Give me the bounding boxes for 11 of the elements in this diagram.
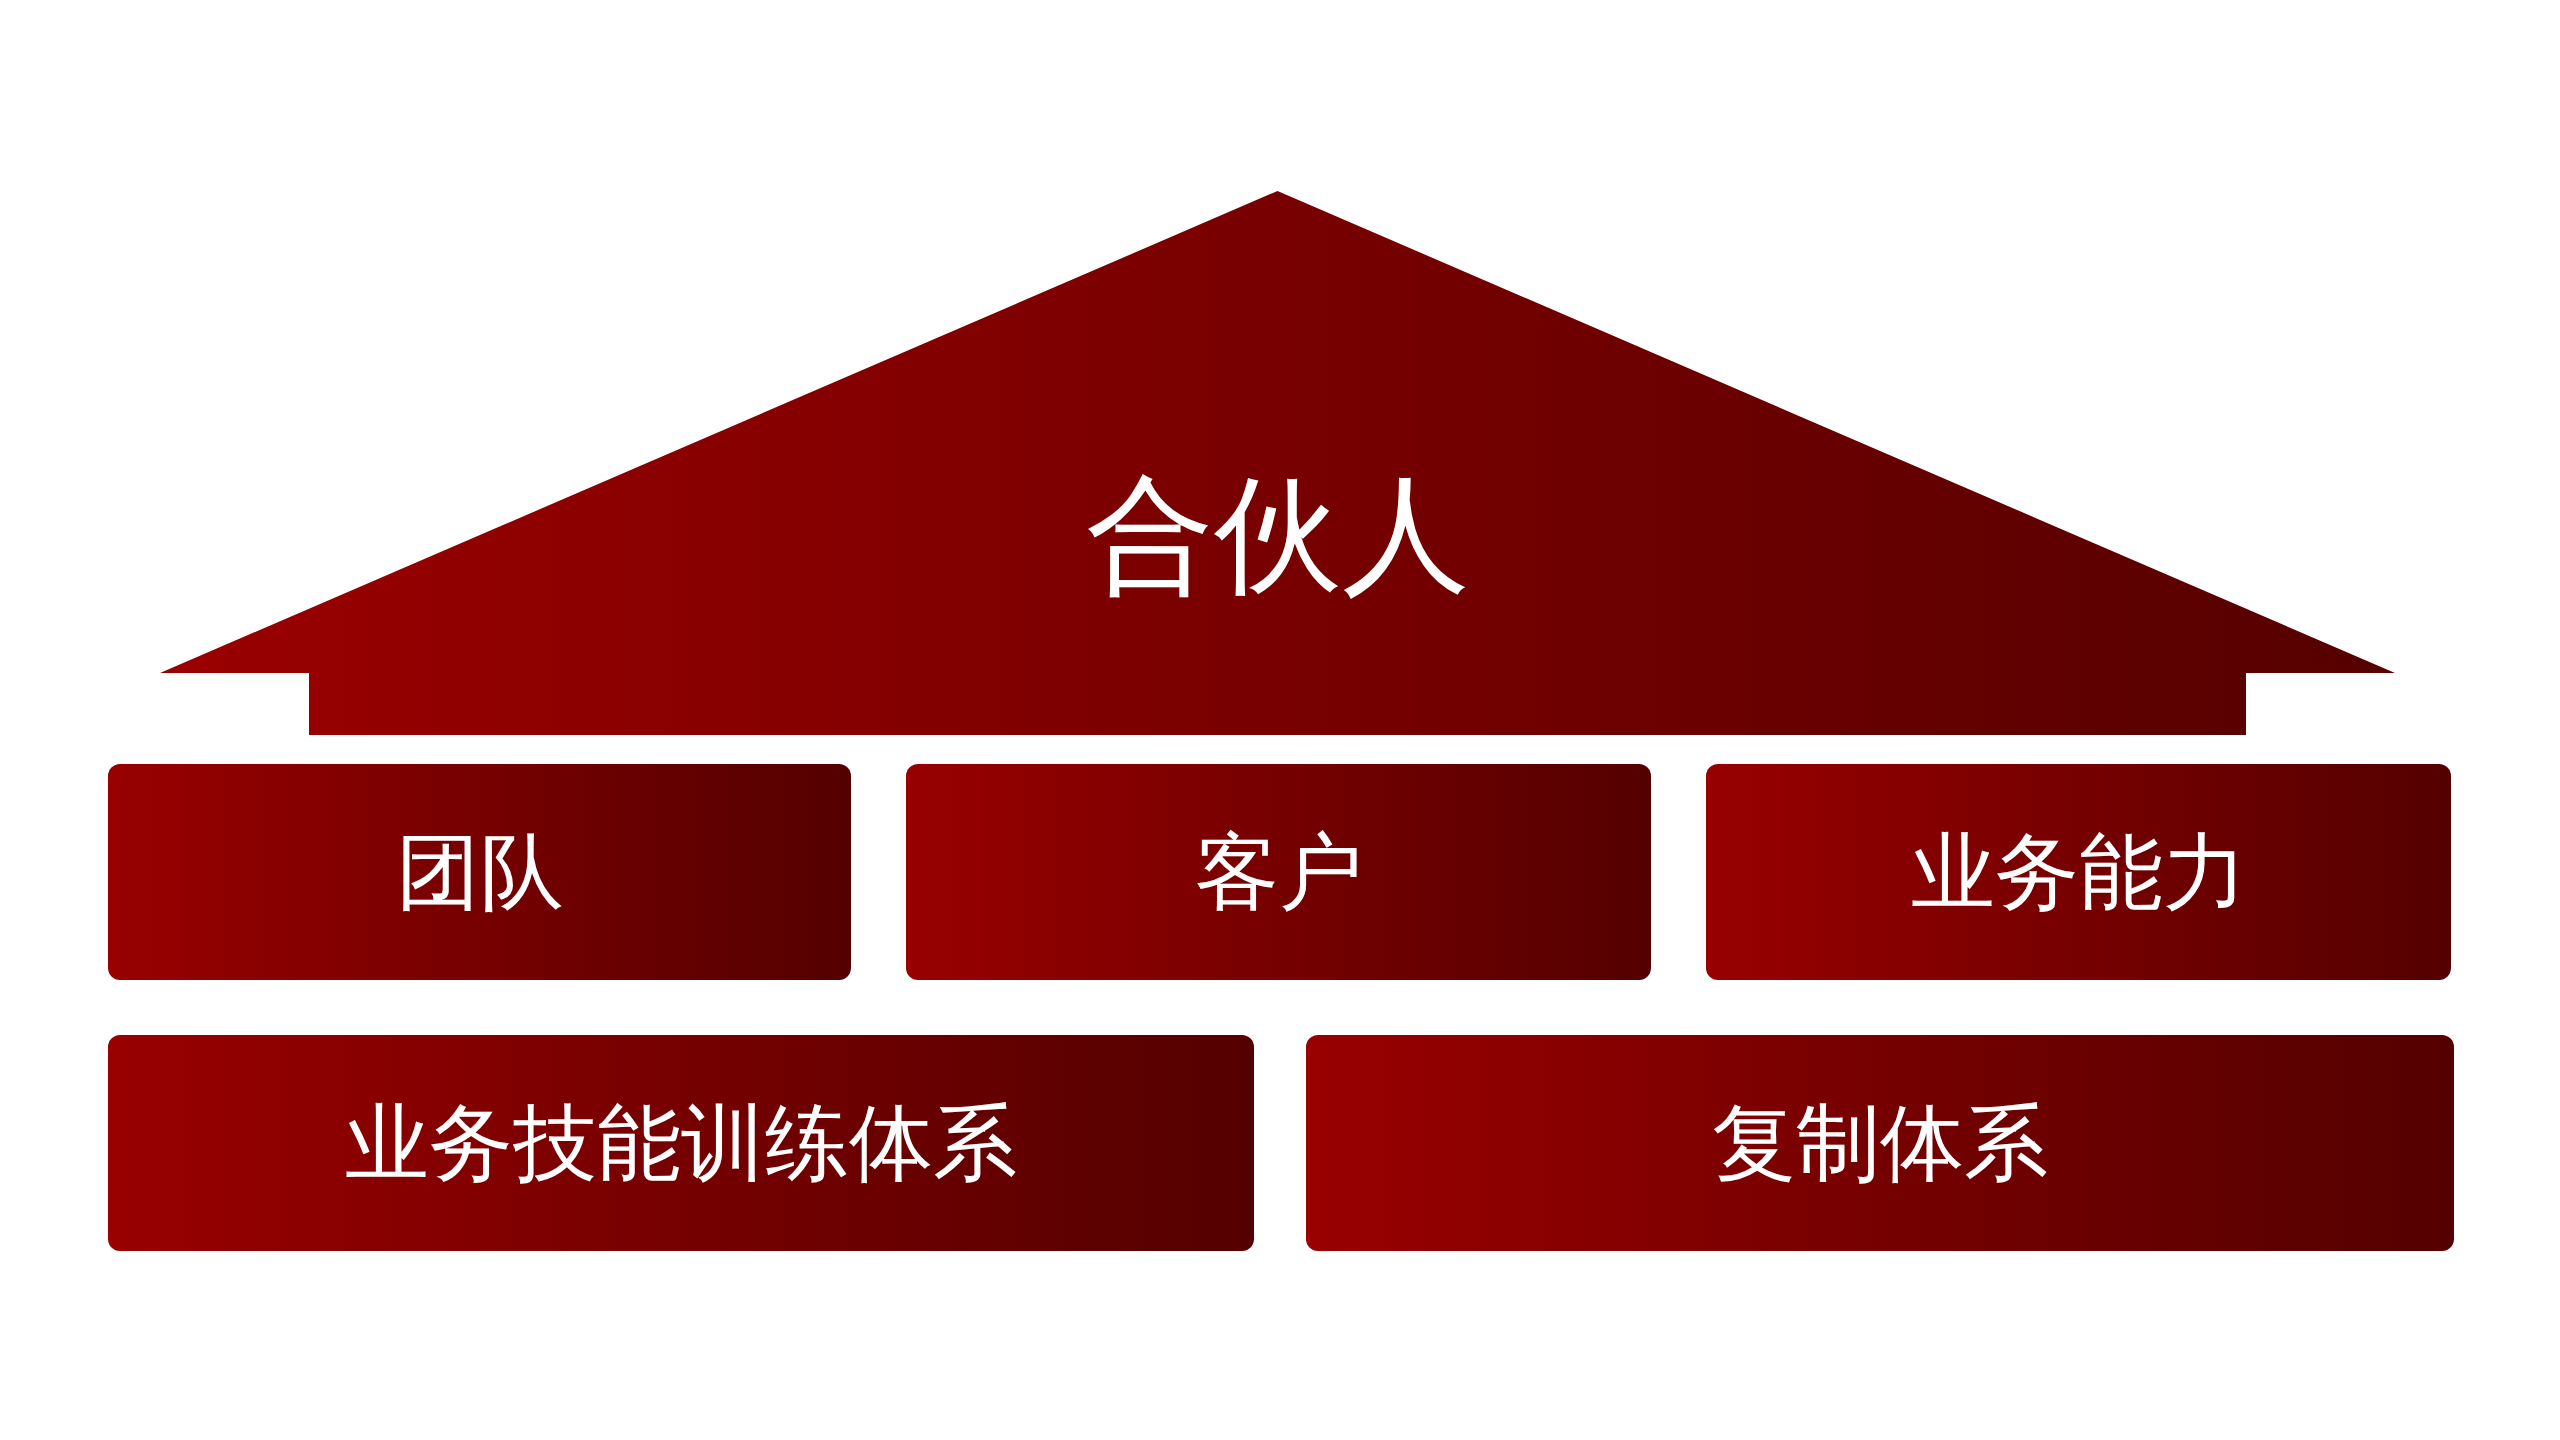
pillar-box xyxy=(1306,1035,2454,1251)
box-label: 复制体系 xyxy=(1712,1101,2048,1185)
roof-title: 合伙人 xyxy=(1085,471,1470,599)
box-label: 业务技能训练体系 xyxy=(345,1101,1017,1185)
pillar-box xyxy=(108,1035,1254,1251)
pillar-box xyxy=(906,764,1651,980)
box-label: 业务能力 xyxy=(1910,830,2247,914)
box-label: 客户 xyxy=(1194,830,1363,914)
pillar-box xyxy=(108,764,851,980)
box-label: 团队 xyxy=(395,830,564,914)
pillar-box xyxy=(1706,764,2451,980)
